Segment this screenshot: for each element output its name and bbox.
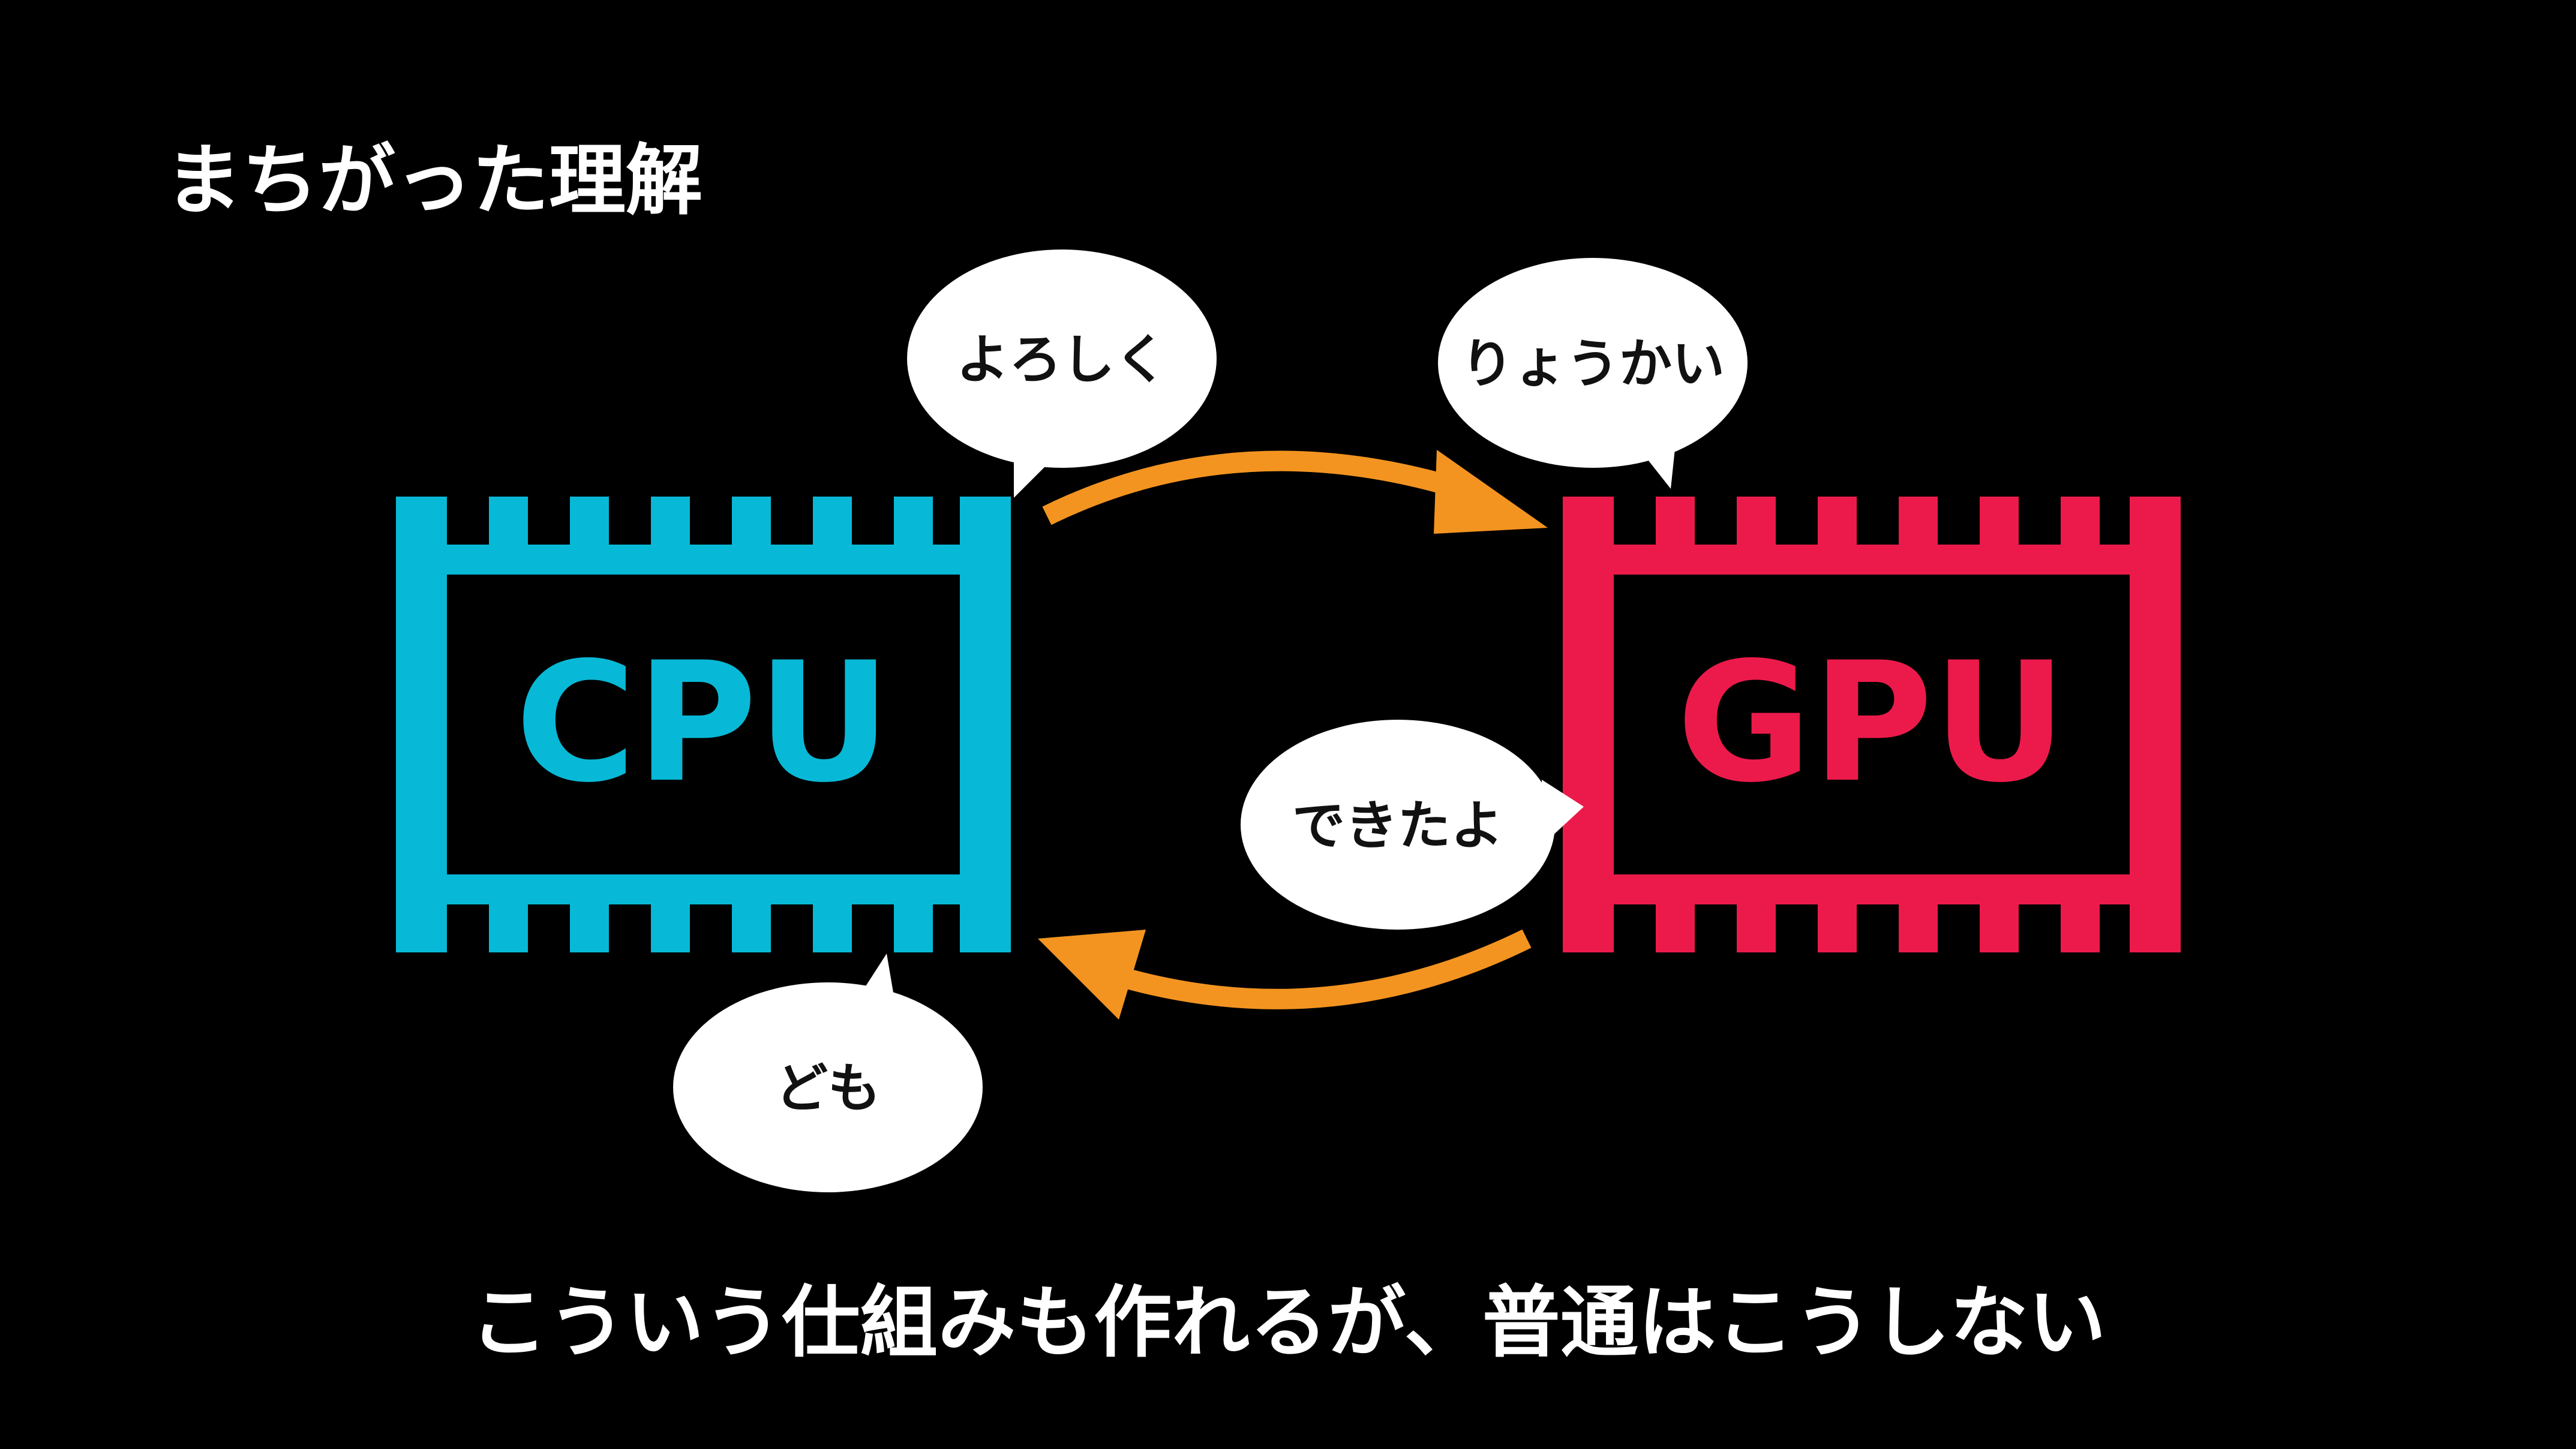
bubble-text-ack: りょうかい bbox=[1461, 333, 1725, 395]
speech-bubble-cpu-thanks: ども bbox=[673, 954, 983, 1192]
speech-bubble-cpu-request: よろしく bbox=[907, 249, 1217, 498]
cpu-chip: CPU bbox=[396, 497, 1011, 952]
bubble-text-thanks: ども bbox=[775, 1057, 881, 1119]
arrow-gpu-to-cpu bbox=[1038, 929, 1532, 1020]
slide-caption: こういう仕組みも作れるが、普通はこうしない bbox=[470, 1277, 2106, 1368]
bubble-text-request: よろしく bbox=[956, 329, 1167, 390]
speech-bubble-gpu-ack: りょうかい bbox=[1438, 258, 1748, 489]
speech-bubble-gpu-done: できたよ bbox=[1241, 720, 1584, 930]
bubble-text-done: できたよ bbox=[1292, 795, 1503, 856]
gpu-label: GPU bbox=[1677, 627, 2067, 819]
gpu-chip: GPU bbox=[1563, 497, 2181, 952]
slide-title: まちがった理解 bbox=[165, 136, 702, 226]
arrow-cpu-to-gpu bbox=[1042, 450, 1548, 534]
cpu-label: CPU bbox=[515, 627, 891, 819]
